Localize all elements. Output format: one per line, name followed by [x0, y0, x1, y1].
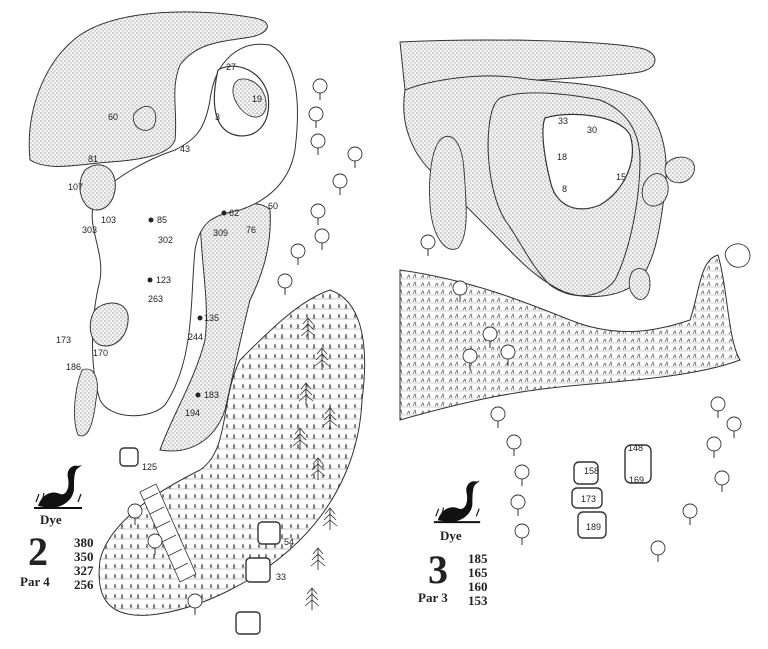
label-309: 309: [213, 228, 228, 238]
label-19: 19: [252, 94, 262, 104]
rough-area-right: [159, 202, 271, 452]
label-135: 135: [204, 313, 219, 323]
label-302: 302: [158, 235, 173, 245]
yardage-tee-1: 380: [74, 535, 94, 550]
fairway: [91, 43, 298, 417]
brand-label-hole-2: Dye: [40, 512, 62, 527]
label-194: 194: [185, 408, 200, 418]
label-189: 189: [586, 522, 601, 532]
label-27: 27: [226, 62, 236, 72]
label-62: 62: [229, 208, 239, 218]
label-170: 170: [93, 348, 108, 358]
fairway-hole-3: [487, 92, 641, 297]
tee-back: [235, 611, 261, 635]
brand-label-hole-3: Dye: [440, 528, 462, 543]
bunker-lower: [628, 268, 651, 300]
bunker-right-2: [664, 156, 695, 184]
label-43: 43: [180, 144, 190, 154]
heron-logo-icon: [34, 465, 82, 509]
par-label-hole-3: Par 3: [418, 590, 448, 605]
tee-33: [245, 557, 271, 583]
label-3: 3: [215, 112, 220, 122]
tee-148: [624, 444, 652, 484]
bridge: [139, 483, 197, 583]
hole-number-3: 3: [428, 547, 448, 592]
label-158: 158: [584, 466, 599, 476]
label-54: 54: [284, 537, 294, 547]
water-hazard: [399, 254, 741, 421]
hole-2-map: 60 81 107 103 303 85 302 27 19 3 43 62 6…: [28, 11, 366, 635]
yardage-tee-3: 327: [74, 563, 94, 578]
label-8: 8: [562, 184, 567, 194]
yardage-list-hole-3: 185 165 160 153: [468, 552, 488, 608]
bunker-left: [429, 135, 467, 250]
bunker-right-1: [641, 173, 669, 207]
label-33: 33: [276, 572, 286, 582]
label-183: 183: [204, 390, 219, 400]
yardage-tee-4: 153: [468, 593, 488, 608]
yardage-tee-2: 350: [74, 549, 94, 564]
bunker-170: [89, 302, 129, 347]
label-169: 169: [629, 475, 644, 485]
bunker-far-right: [724, 243, 751, 268]
bunker-107: [79, 164, 116, 211]
label-303: 303: [82, 225, 97, 235]
bunker-60: [132, 105, 157, 131]
yardage-list-hole-2: 380 350 327 256: [74, 536, 94, 592]
label-103: 103: [101, 215, 116, 225]
label-30: 30: [587, 125, 597, 135]
label-15: 15: [616, 172, 626, 182]
label-33: 33: [558, 116, 568, 126]
label-263: 263: [148, 294, 163, 304]
green-bunker: [232, 78, 267, 118]
tee-54: [257, 521, 281, 545]
label-60-right: 60: [268, 201, 278, 211]
label-81: 81: [88, 154, 98, 164]
label-18: 18: [557, 152, 567, 162]
green-hole-3: [542, 113, 633, 210]
tee-189: [577, 511, 607, 539]
label-244: 244: [188, 332, 203, 342]
hole-number-2: 2: [28, 529, 48, 574]
rough-area-left: [28, 11, 268, 167]
label-125: 125: [142, 462, 157, 472]
yardage-tee-1: 185: [468, 551, 488, 566]
label-123: 123: [156, 275, 171, 285]
tee-158: [573, 461, 599, 485]
label-173: 173: [581, 494, 596, 504]
label-148: 148: [628, 443, 643, 453]
yardage-markers-hole-2: [147, 210, 227, 398]
yardage-tee-2: 165: [468, 565, 488, 580]
label-173: 173: [56, 335, 71, 345]
waste-186: [74, 368, 98, 437]
tee-125: [119, 447, 139, 467]
label-76: 76: [246, 225, 256, 235]
yardage-tee-4: 256: [74, 577, 94, 592]
heron-logo-icon: [433, 480, 481, 524]
label-85: 85: [157, 215, 167, 225]
tee-173: [571, 487, 603, 509]
yardage-tee-3: 160: [468, 579, 488, 594]
par-label-hole-2: Par 4: [20, 574, 50, 589]
label-186: 186: [66, 362, 81, 372]
hole-3-map: 33 30 18 8 15 148 158 169 173 189: [399, 39, 751, 563]
label-60: 60: [108, 112, 118, 122]
label-107: 107: [68, 182, 83, 192]
